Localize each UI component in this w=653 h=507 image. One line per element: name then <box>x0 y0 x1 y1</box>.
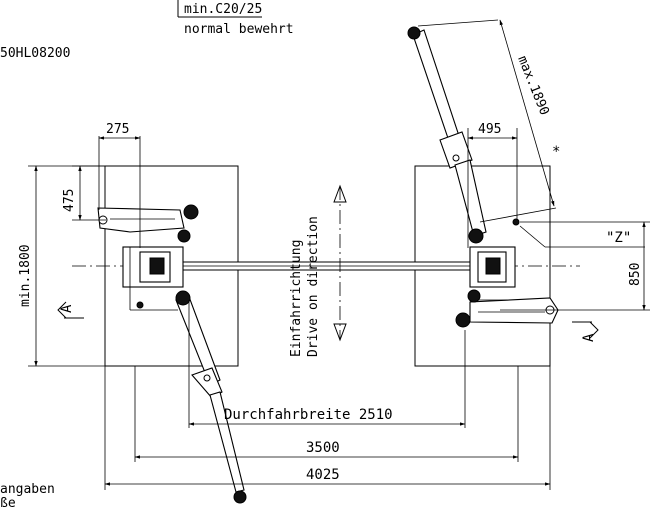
svg-text:495: 495 <box>478 122 501 137</box>
svg-text:3500: 3500 <box>306 440 340 456</box>
left-lower-arm <box>175 290 247 504</box>
svg-text:A: A <box>581 333 597 342</box>
svg-text:850: 850 <box>628 263 643 286</box>
footnote: angaben ße <box>0 482 55 507</box>
dim-max-1890: max.1890 * <box>417 19 560 223</box>
dim-850: 850 <box>500 221 650 311</box>
section-a-left: A <box>57 301 84 319</box>
detail-z-callout: "Z" <box>519 225 645 248</box>
direction-de-text: Einfahrrichtung <box>289 240 304 357</box>
concrete-type-text: normal bewehrt <box>184 22 294 37</box>
concrete-note: min.C20/25 normal bewehrt <box>177 0 294 37</box>
section-a-right: A <box>572 321 599 342</box>
svg-text:A: A <box>59 304 75 313</box>
left-column <box>122 246 184 311</box>
svg-text:475: 475 <box>62 189 77 212</box>
dim-min-1800: min.1800 <box>18 165 106 367</box>
svg-text:angaben: angaben <box>0 482 55 497</box>
left-upper-arm <box>97 204 199 243</box>
dim-3500: 3500 <box>134 366 519 462</box>
drive-direction: Einfahrrichtung Drive on direction <box>289 184 347 357</box>
svg-text:max.1890: max.1890 <box>514 54 551 118</box>
concrete-grade-text: min.C20/25 <box>184 2 262 17</box>
svg-text:min.1800: min.1800 <box>18 244 33 307</box>
svg-text:"Z": "Z" <box>606 230 631 246</box>
svg-text:ße: ße <box>0 496 16 507</box>
dim-4025: 4025 <box>104 366 551 490</box>
right-upper-arm <box>407 26 487 244</box>
model-code-text: 50HL08200 <box>0 46 70 61</box>
direction-en-text: Drive on direction <box>306 216 321 357</box>
right-column <box>469 218 520 301</box>
svg-text:4025: 4025 <box>306 467 340 483</box>
dim-drive-through: Durchfahrbreite 2510 <box>188 300 466 428</box>
svg-text:Durchfahrbreite 2510: Durchfahrbreite 2510 <box>224 407 393 423</box>
svg-text:*: * <box>552 144 560 160</box>
cross-beam <box>179 261 473 271</box>
dim-275: 275 <box>98 122 141 248</box>
right-lower-arm <box>455 289 559 328</box>
svg-text:275: 275 <box>106 122 129 137</box>
